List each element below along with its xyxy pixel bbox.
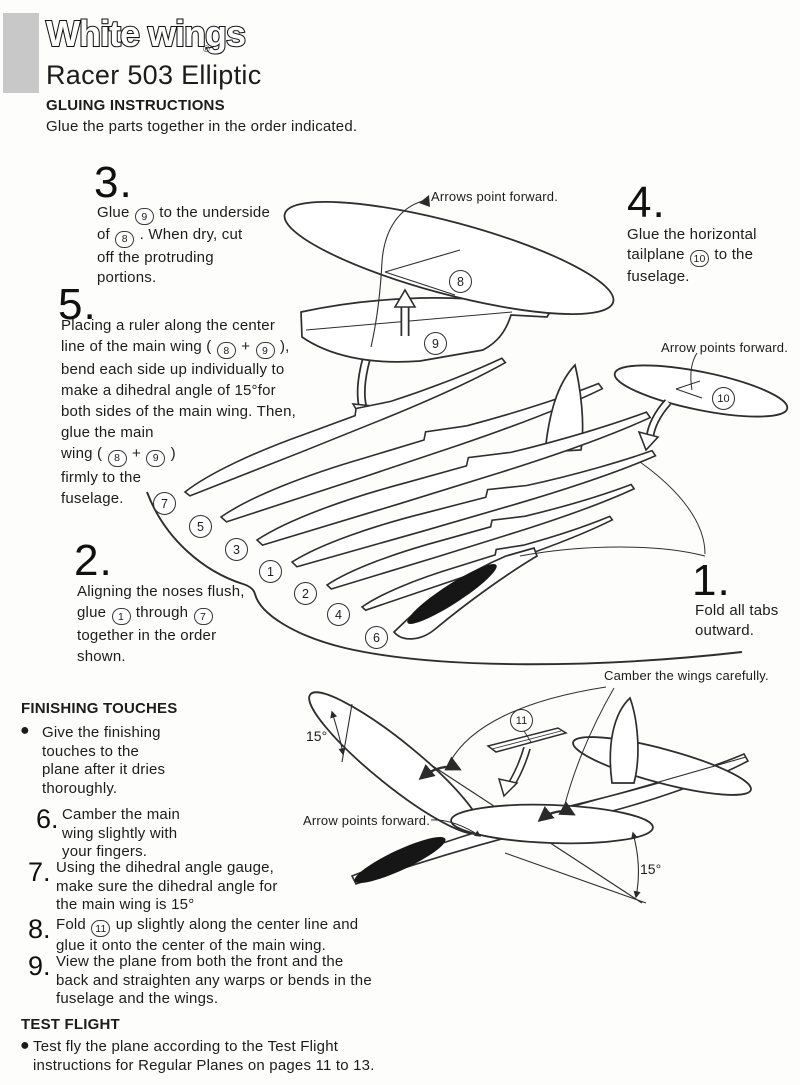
inline-part-number: 11: [91, 920, 111, 938]
finishing-bullet: ●: [20, 722, 30, 739]
step2-text: Aligning the noses flush,glue 1 through …: [77, 583, 245, 666]
fstep8-text: Fold 11 up slightly along the center lin…: [56, 916, 359, 955]
step4-number: 4.: [627, 178, 666, 227]
part-label-8: 8: [449, 270, 472, 293]
inline-part-number: 8: [107, 449, 127, 467]
fstep8-number: 8.: [28, 914, 51, 944]
gluing-subtext: Glue the parts together in the order ind…: [46, 118, 358, 135]
assembled-plane-diagram: [308, 686, 752, 904]
step3-number: 3.: [94, 158, 133, 207]
page-title: Racer 503 Elliptic: [46, 60, 262, 90]
brand-logo-text: White wings: [46, 13, 245, 54]
inline-part-number: 9: [146, 449, 166, 467]
arrows-point-forward-label: Arrows point forward.: [431, 189, 559, 204]
camber-wings-label: Camber the wings carefully.: [604, 668, 769, 683]
exploded-wing-diagram: [283, 195, 615, 424]
part-label-7: 7: [153, 492, 176, 515]
fstep9-text: View the plane from both the front and t…: [56, 953, 372, 1007]
inline-part-number: 7: [193, 608, 213, 626]
registered-mark: ®: [203, 44, 210, 54]
nose-weight-black: [407, 564, 497, 624]
inline-part-number: 8: [216, 342, 236, 360]
stack-fin: [544, 363, 584, 453]
main-wing-ellipse: [283, 201, 615, 315]
plane-nose-black: [354, 837, 446, 883]
inline-part-number: 1: [111, 608, 131, 626]
inline-part-number: 9: [134, 208, 154, 226]
test-flight-text: Test fly the plane according to the Test…: [33, 1038, 375, 1074]
test-flight-heading: TEST FLIGHT: [21, 1016, 120, 1033]
fstep7-text: Using the dihedral angle gauge,make sure…: [56, 859, 278, 913]
gluing-heading: GLUING INSTRUCTIONS: [46, 97, 225, 114]
fstep6-number: 6.: [36, 804, 59, 834]
part-label-3: 3: [225, 538, 248, 561]
part-label-11: 11: [510, 709, 533, 732]
step1-number: 1.: [692, 556, 731, 605]
part-label-1: 1: [259, 560, 282, 583]
inline-part-number: 10: [690, 250, 710, 268]
finishing-heading: FINISHING TOUCHES: [21, 700, 178, 717]
tailplane-ellipse: [613, 364, 789, 418]
inline-part-number: 9: [255, 342, 275, 360]
fstep7-number: 7.: [28, 857, 51, 887]
part-label-2: 2: [294, 582, 317, 605]
part-label-4: 4: [327, 603, 350, 626]
dihedral-right-label: 15°: [640, 861, 662, 877]
step2-number: 2.: [74, 536, 113, 585]
tailplane-diagram: [613, 352, 789, 452]
arrow-points-forward-tail-label: Arrow points forward.: [661, 340, 789, 355]
part-label-10: 10: [712, 387, 735, 410]
part-label-9: 9: [424, 332, 447, 355]
step5-number: 5.: [58, 280, 97, 329]
fuselage-stack-diagram: [146, 357, 743, 666]
dihedral-left-label: 15°: [306, 728, 328, 744]
part-label-5: 5: [189, 515, 212, 538]
part-label-6: 6: [365, 626, 388, 649]
test-flight-bullet: ●: [20, 1037, 30, 1054]
inline-part-number: 8: [115, 230, 135, 248]
brand-logo: White wings: [45, 12, 247, 55]
fstep9-number: 9.: [28, 951, 51, 981]
corner-gray-block: [3, 13, 39, 93]
arrow-points-forward-bottom-label: Arrow points forward.: [303, 813, 431, 828]
